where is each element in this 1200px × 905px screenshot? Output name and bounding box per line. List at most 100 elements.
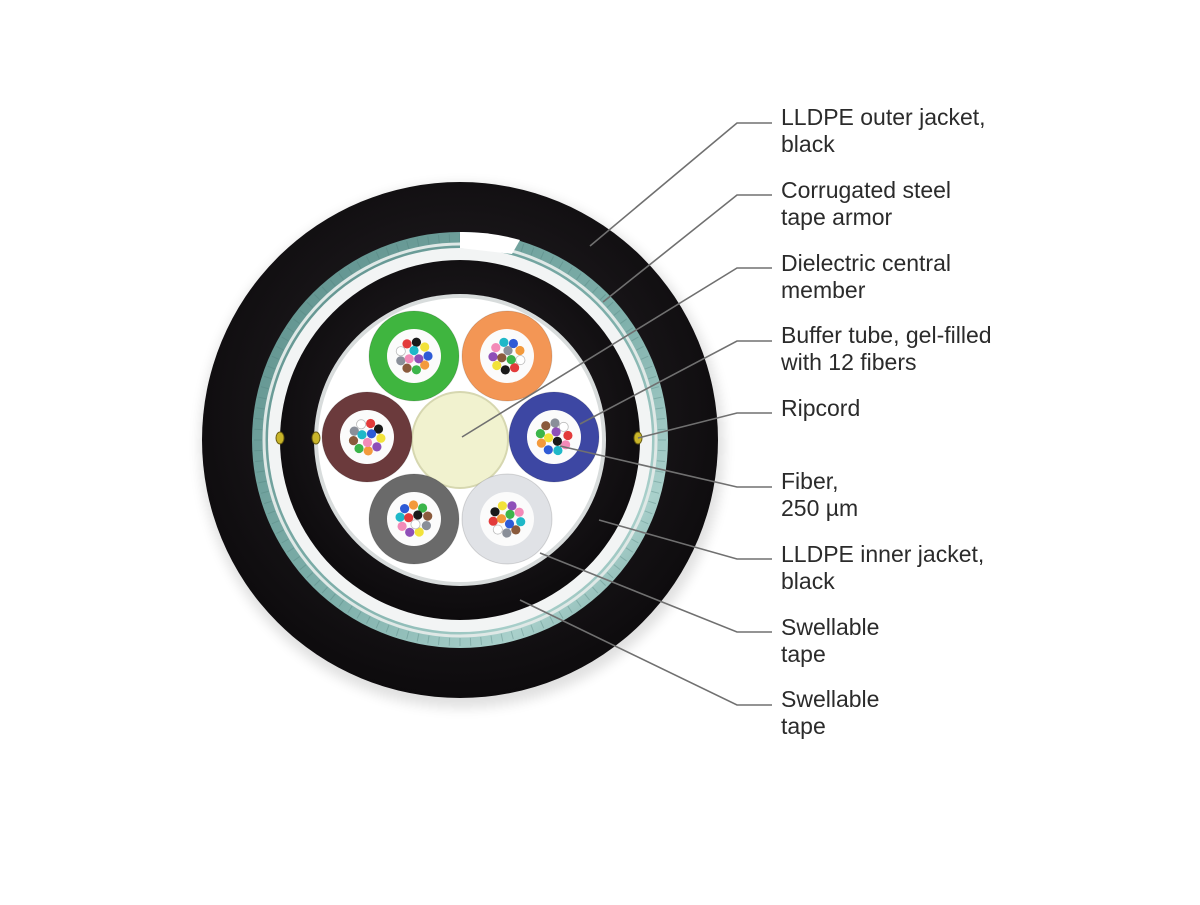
fiber (412, 365, 421, 374)
fiber (396, 513, 405, 522)
label-swellable-tape-1: Swellable tape (781, 614, 879, 668)
fiber (498, 501, 507, 510)
label-line: Ripcord (781, 395, 860, 422)
fiber (516, 356, 525, 365)
fiber (553, 446, 562, 455)
buffer-tube (509, 392, 599, 482)
fiber (402, 364, 411, 373)
label-line: tape (781, 713, 879, 740)
fiber (398, 522, 407, 531)
fiber (354, 444, 363, 453)
fiber (372, 442, 381, 451)
label-line: Swellable (781, 686, 879, 713)
fiber (515, 508, 524, 517)
fiber (376, 434, 385, 443)
fiber (492, 361, 501, 370)
buffer-tube-gel (527, 410, 581, 464)
label-line: black (781, 131, 986, 158)
fiber (507, 501, 516, 510)
label-line: member (781, 277, 951, 304)
fiber (507, 355, 516, 364)
label-line: LLDPE outer jacket, (781, 104, 986, 131)
fiber (413, 510, 422, 519)
buffer-tube (369, 474, 459, 564)
label-central-member: Dielectric central member (781, 250, 951, 304)
label-line: tape armor (781, 204, 951, 231)
label-outer-jacket: LLDPE outer jacket, black (781, 104, 986, 158)
label-line: black (781, 568, 984, 595)
fiber (420, 342, 429, 351)
label-line: LLDPE inner jacket, (781, 541, 984, 568)
fiber (402, 339, 411, 348)
fiber (505, 510, 514, 519)
fiber (544, 445, 553, 454)
fiber (364, 446, 373, 455)
fiber (491, 343, 500, 352)
fiber (553, 437, 562, 446)
fiber (414, 354, 423, 363)
fiber (499, 338, 508, 347)
buffer-tube-gel (480, 329, 534, 383)
fiber (497, 514, 506, 523)
fiber (488, 352, 497, 361)
fiber (396, 347, 405, 356)
label-line: Swellable (781, 614, 879, 641)
fiber (503, 346, 512, 355)
fiber (559, 422, 568, 431)
buffer-tube-gel (387, 492, 441, 546)
fiber (409, 500, 418, 509)
fiber (497, 353, 506, 362)
buffer-tube (369, 311, 459, 401)
buffer-tube (462, 311, 552, 401)
label-swellable-tape-2: Swellable tape (781, 686, 879, 740)
fiber (357, 430, 366, 439)
fiber (366, 419, 375, 428)
fiber (505, 519, 514, 528)
fiber (405, 354, 414, 363)
fiber (412, 338, 421, 347)
fiber (422, 521, 431, 530)
label-line: tape (781, 641, 879, 668)
ripcord (312, 432, 320, 444)
label-line: Fiber, (781, 468, 858, 495)
buffer-tube-gel (340, 410, 394, 464)
fiber (493, 525, 502, 534)
fiber (536, 429, 545, 438)
fiber (423, 351, 432, 360)
fiber (552, 427, 561, 436)
fiber (423, 511, 432, 520)
fiber (550, 418, 559, 427)
fiber (489, 517, 498, 526)
fiber (400, 504, 409, 513)
fiber (541, 421, 550, 430)
label-inner-jacket: LLDPE inner jacket, black (781, 541, 984, 595)
fiber (515, 346, 524, 355)
fiber (349, 436, 358, 445)
fiber (544, 433, 553, 442)
fiber (363, 438, 372, 447)
buffer-tube (322, 392, 412, 482)
label-steel-armor: Corrugated steel tape armor (781, 177, 951, 231)
buffer-tube-gel (387, 329, 441, 383)
fiber (501, 365, 510, 374)
leader-line (590, 123, 772, 246)
fiber (405, 528, 414, 537)
fiber (411, 520, 420, 529)
label-line: Buffer tube, gel-filled (781, 322, 992, 349)
fiber (357, 420, 366, 429)
dielectric-central-member (412, 392, 508, 488)
fiber (490, 507, 499, 516)
label-line: 250 µm (781, 495, 858, 522)
ripcord (276, 432, 284, 444)
fiber (510, 363, 519, 372)
label-fiber: Fiber, 250 µm (781, 468, 858, 522)
fiber (367, 429, 376, 438)
fiber (404, 513, 413, 522)
fiber (396, 356, 405, 365)
label-ripcord: Ripcord (781, 395, 860, 422)
fiber (502, 528, 511, 537)
buffer-tube-gel (480, 492, 534, 546)
label-line: Corrugated steel (781, 177, 951, 204)
